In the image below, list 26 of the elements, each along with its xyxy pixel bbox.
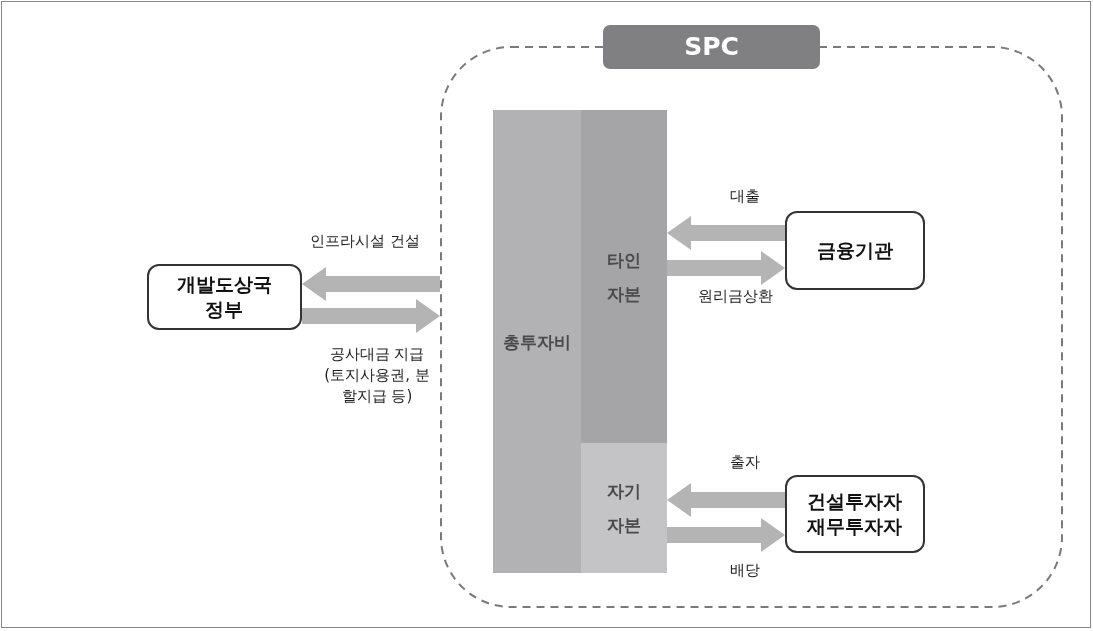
capital-bar [581, 443, 667, 573]
edge-label: 인프라시설 건설 [309, 231, 421, 252]
edge-label: 원리금상환 [696, 286, 774, 307]
bar-label: 총투자비 [503, 330, 571, 354]
block-arrow [667, 483, 785, 517]
node-label: 개발도상국 정부 [176, 272, 273, 322]
bar-label: 자기 자본 [606, 480, 642, 537]
capital-bar [581, 110, 667, 443]
edge-label: 배당 [729, 560, 761, 581]
block-arrow [667, 216, 785, 250]
rounded-box [785, 475, 925, 553]
rounded-box [147, 264, 302, 330]
block-arrow [667, 251, 785, 285]
node-label: 금융기관 [817, 238, 893, 263]
dashed-region [440, 25, 1063, 608]
edge-label: 대출 [729, 186, 761, 207]
edge-label: 공사대금 지급 (토지사용권, 분할지급 등) [323, 344, 431, 407]
capital-bar [493, 110, 581, 573]
heading-tab: SPC [603, 25, 820, 69]
edge-label: 출자 [729, 452, 761, 473]
block-arrow [667, 518, 785, 552]
bar-label: 타인 자본 [606, 248, 642, 306]
block-arrow [302, 299, 440, 333]
rounded-box [785, 211, 925, 290]
node-label: 건설투자자 재무투자자 [806, 489, 904, 539]
block-arrow [302, 267, 440, 301]
